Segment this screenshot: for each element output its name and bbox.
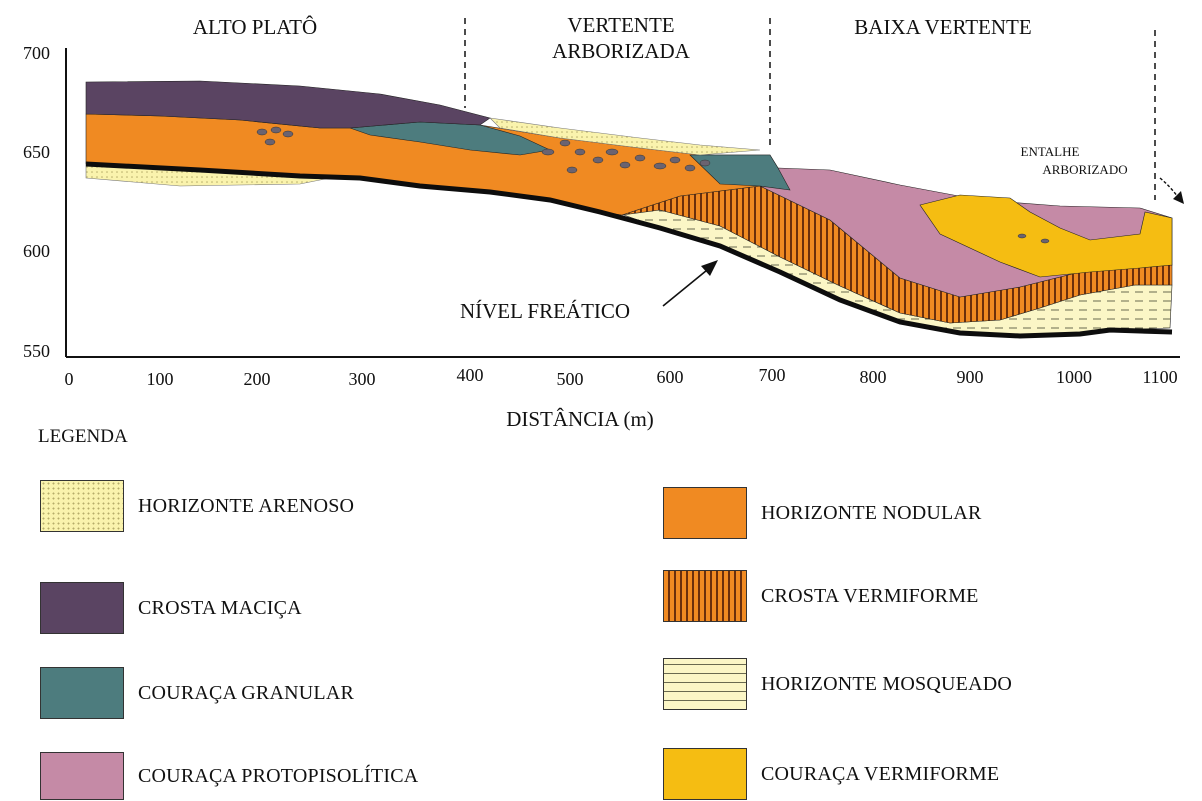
zone-entalhe-line1: ENTALHE <box>1021 144 1080 159</box>
axes <box>65 48 1180 358</box>
legend-item-couraca-vermiforme: COURAÇA VERMIFORME <box>663 748 999 800</box>
x-tick-300: 300 <box>349 369 376 389</box>
x-tick-600: 600 <box>657 367 684 387</box>
swatch-horizonte-arenoso <box>40 480 124 532</box>
pink-inclusion <box>1076 211 1086 217</box>
legend-label: COURAÇA PROTOPISOLÍTICA <box>138 764 419 787</box>
y-tick-labels: 700 650 600 550 <box>23 43 50 361</box>
swatch-couraca-granular <box>40 667 124 719</box>
soil-layers <box>85 80 1173 337</box>
x-tick-800: 800 <box>860 367 887 387</box>
swatch-couraca-protopisolitica <box>40 752 124 800</box>
couraca-vermiforme-layer <box>919 194 1173 278</box>
legend-label: COURAÇA VERMIFORME <box>761 762 1000 785</box>
x-tick-500: 500 <box>557 369 584 389</box>
legend-item-couraca-granular: COURAÇA GRANULAR <box>40 667 354 719</box>
legend-item-horizonte-mosqueado: HORIZONTE MOSQUEADO <box>663 658 1012 710</box>
y-tick-600: 600 <box>23 241 50 261</box>
zone-entalhe-line2: ARBORIZADO <box>1042 162 1127 177</box>
toposequence-profile: ALTO PLATÔ VERTENTE ARBORIZADA BAIXA VER… <box>23 13 1184 431</box>
legend-title: LEGENDA <box>38 426 128 447</box>
legend-label: COURAÇA GRANULAR <box>138 681 355 704</box>
zone-baixa-vertente: BAIXA VERTENTE <box>854 15 1031 39</box>
x-tick-0: 0 <box>65 369 74 389</box>
legend-label: HORIZONTE ARENOSO <box>138 494 355 517</box>
x-tick-100: 100 <box>147 369 174 389</box>
entalhe-arrowhead <box>1173 191 1184 204</box>
x-tick-labels: 0 100 200 300 400 500 600 700 800 900 10… <box>65 365 1178 389</box>
y-tick-700: 700 <box>23 43 50 63</box>
zone-dividers <box>464 18 1156 200</box>
swatch-crosta-macica <box>40 582 124 634</box>
swatch-crosta-vermiforme <box>663 570 747 622</box>
legend-item-horizonte-nodular: HORIZONTE NODULAR <box>663 487 982 539</box>
zone-labels: ALTO PLATÔ VERTENTE ARBORIZADA BAIXA VER… <box>193 13 1128 177</box>
x-tick-200: 200 <box>244 369 271 389</box>
crosta-macica-layer <box>85 80 491 129</box>
swatch-horizonte-nodular <box>663 487 747 539</box>
x-tick-1000: 1000 <box>1056 367 1092 387</box>
nivel-freatico-label: NÍVEL FREÁTICO <box>460 299 630 323</box>
zone-vertente-line1: VERTENTE <box>567 13 674 37</box>
nivel-freatico-arrowhead <box>701 260 718 276</box>
legend-item-crosta-vermiforme: CROSTA VERMIFORME <box>663 570 979 622</box>
nivel-freatico-arrow <box>662 265 713 307</box>
nodules <box>256 126 1050 244</box>
x-tick-900: 900 <box>957 367 984 387</box>
legend-label: HORIZONTE MOSQUEADO <box>761 672 1013 695</box>
arrows <box>662 177 1184 307</box>
x-tick-1100: 1100 <box>1142 367 1177 387</box>
legend-label: CROSTA VERMIFORME <box>761 584 979 607</box>
legend-label: CROSTA MACIÇA <box>138 596 302 619</box>
zone-vertente-line2: ARBORIZADA <box>552 39 691 63</box>
legend-item-crosta-macica: CROSTA MACIÇA <box>40 582 302 634</box>
arenoso-lens-upper <box>489 117 761 156</box>
zone-alto-plato: ALTO PLATÔ <box>193 15 317 39</box>
legend-item-couraca-protopisolitica: COURAÇA PROTOPISOLÍTICA <box>40 752 418 800</box>
legend-label: HORIZONTE NODULAR <box>761 501 982 524</box>
x-axis-label: DISTÂNCIA (m) <box>506 407 654 431</box>
swatch-horizonte-mosqueado <box>663 658 747 710</box>
y-tick-650: 650 <box>23 142 50 162</box>
y-tick-550: 550 <box>23 341 50 361</box>
couraca-granular-layer-2 <box>689 154 791 191</box>
legend-item-horizonte-arenoso: HORIZONTE ARENOSO <box>40 480 354 532</box>
x-tick-700: 700 <box>759 365 786 385</box>
x-tick-400: 400 <box>457 365 484 385</box>
water-table-line <box>85 161 1173 339</box>
swatch-couraca-vermiforme <box>663 748 747 800</box>
